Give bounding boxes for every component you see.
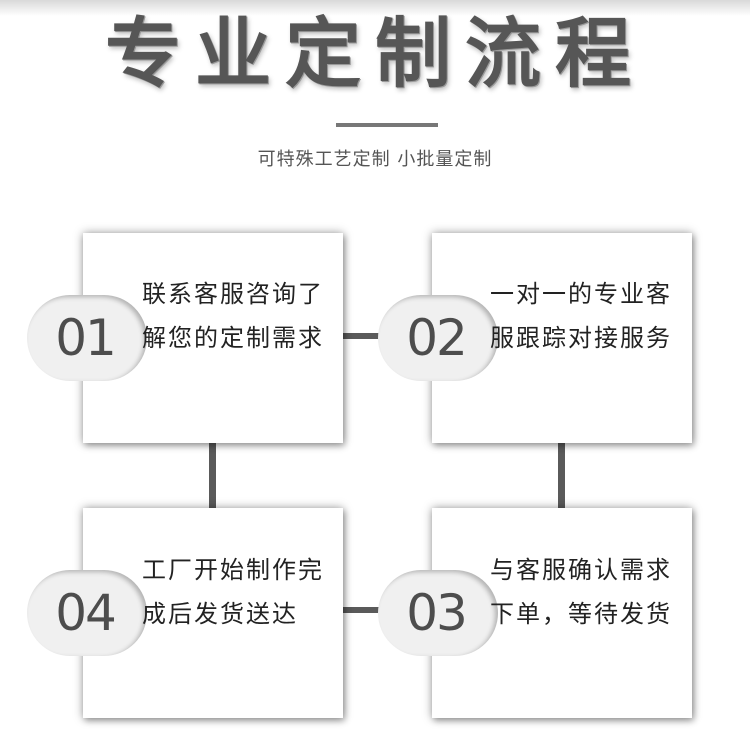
- step-number-03: 03: [406, 584, 468, 642]
- page-subtitle: 可特殊工艺定制 小批量定制: [257, 149, 493, 170]
- connector-01-04: [209, 440, 216, 512]
- step-number-badge-04: [27, 570, 147, 656]
- step-number-badge-03: [378, 570, 498, 656]
- step-number-badge-02: [378, 295, 498, 381]
- step-number-01: 01: [55, 309, 117, 367]
- top-shadow: [0, 0, 750, 16]
- step-number-04: 04: [55, 584, 117, 642]
- step-number-badge-01: [27, 295, 147, 381]
- title-divider: [336, 123, 438, 127]
- page-title: 专业定制流程: [105, 9, 645, 98]
- step-number-02: 02: [406, 309, 468, 367]
- step-text-04: 工厂开始制作完成后发货送达: [142, 556, 324, 628]
- connector-02-03: [558, 440, 565, 512]
- step-text-02: 一对一的专业客服跟踪对接服务: [490, 280, 672, 352]
- step-text-01: 联系客服咨询了解您的定制需求: [142, 280, 324, 352]
- step-text-03: 与客服确认需求下单，等待发货: [490, 556, 672, 628]
